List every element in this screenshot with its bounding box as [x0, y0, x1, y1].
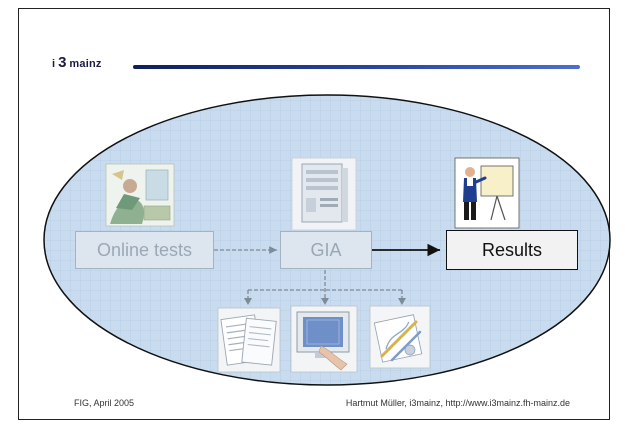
results-box: Results	[446, 230, 578, 270]
branch-arrowhead-center	[321, 298, 329, 305]
logo-mainz: mainz	[69, 58, 102, 70]
branch-arrowhead-left	[244, 298, 252, 305]
gia-box: GIA	[280, 231, 372, 269]
computer-server-icon	[291, 157, 357, 231]
scope-ellipse-outline	[43, 94, 611, 386]
presenter-flipchart-icon	[454, 157, 520, 229]
drawing-tools-icon	[369, 305, 431, 369]
footer-event-date: FIG, April 2005	[74, 398, 135, 408]
touchscreen-monitor-icon	[290, 305, 358, 373]
documents-icon	[217, 307, 281, 373]
online-tests-box: Online tests	[75, 231, 214, 269]
online-tests-illustration-icon	[105, 163, 175, 227]
logo-i: i	[52, 58, 56, 70]
footer-author-url: Hartmut Müller, i3mainz, http://www.i3ma…	[345, 398, 570, 408]
online-tests-label: Online tests	[96, 239, 193, 260]
results-label: Results	[481, 239, 543, 260]
gia-label: GIA	[310, 239, 342, 260]
branch-arrowhead-right	[398, 298, 406, 305]
logo-rule	[133, 65, 580, 69]
logo-three: 3	[58, 54, 67, 71]
i3mainz-logo: i 3 mainz	[52, 54, 102, 72]
